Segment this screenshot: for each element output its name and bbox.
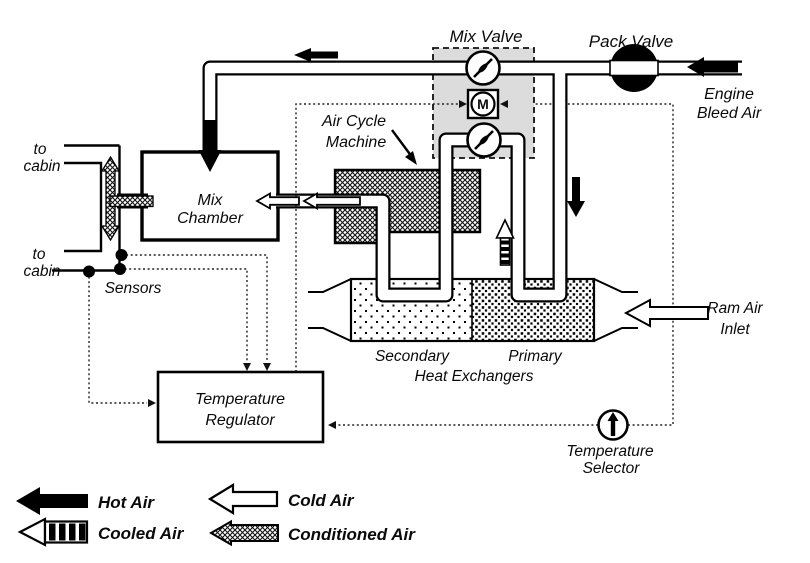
legend: Hot Air Cold Air Cooled Air Conditioned … <box>16 483 416 547</box>
conditioned-air-legend-arrow <box>208 519 279 547</box>
mix-chamber-label: Mix <box>198 192 224 209</box>
temperature-regulator-label: Temperature <box>195 391 285 408</box>
svg-text:Inlet: Inlet <box>720 321 750 338</box>
hot-air-down-arrow-primary <box>567 177 585 217</box>
cold-air-flow-arrow-1 <box>255 191 300 211</box>
temperature-selector-label: Temperature <box>566 443 654 460</box>
heat-exchangers <box>308 277 638 343</box>
sensor-dot <box>83 265 95 278</box>
pack-valve-symbol <box>609 44 659 92</box>
sensor-dot <box>115 249 128 261</box>
valve-bottom <box>466 122 502 158</box>
ram-air-arrow <box>623 298 709 328</box>
valve-motor: M <box>466 88 500 120</box>
conditioned-air-bar <box>109 195 154 208</box>
flow-arrows <box>100 48 738 328</box>
svg-text:Regulator: Regulator <box>205 412 275 429</box>
engine-bleed-air-label: Engine <box>704 86 754 103</box>
valve-top <box>465 50 501 86</box>
legend-item-cold-air: Cold Air <box>207 483 355 515</box>
cooled-air-legend-label: Cooled Air <box>98 524 185 543</box>
legend-item-conditioned-air: Conditioned Air <box>208 519 416 547</box>
air-cycle-machine-label: Air Cycle <box>321 113 386 130</box>
control-arrowheads <box>148 100 508 429</box>
engine-bleed-air-arrow <box>687 57 738 77</box>
svg-text:cabin: cabin <box>23 263 60 280</box>
diagram-labels: Mix Valve Pack Valve Engine Bleed Air Ai… <box>23 27 763 477</box>
svg-text:cabin: cabin <box>23 158 60 175</box>
control-line-sensor2-to-regulator <box>120 268 248 362</box>
motor-label: M <box>477 96 489 112</box>
control-line-sensor1-to-regulator <box>121 254 268 362</box>
cold-air-legend-label: Cold Air <box>288 491 355 510</box>
cooled-air-up-arrow <box>495 218 515 266</box>
legend-item-cooled-air: Cooled Air <box>17 517 185 547</box>
hot-air-legend-arrow <box>16 487 88 515</box>
sensors-dots <box>83 249 128 278</box>
mix-valve-label: Mix Valve <box>449 27 522 46</box>
svg-text:Selector: Selector <box>583 460 641 477</box>
svg-text:Machine: Machine <box>326 134 387 151</box>
control-line-regulator-to-mix-valve <box>295 103 460 372</box>
acm-annotation-arrow <box>391 129 417 165</box>
pack-valve-label: Pack Valve <box>589 32 673 51</box>
svg-text:Chamber: Chamber <box>177 210 243 227</box>
primary-label: Primary <box>508 348 563 365</box>
conditioned-air-legend-label: Conditioned Air <box>288 525 416 544</box>
ram-air-duct-funnels <box>308 278 638 342</box>
temperature-regulator <box>156 370 325 444</box>
heat-exchangers-label: Heat Exchangers <box>415 368 534 385</box>
to-cabin-bottom-label: to <box>33 246 46 263</box>
sensor-dot <box>114 263 126 275</box>
legend-item-hot-air: Hot Air <box>16 487 155 515</box>
hot-air-down-arrow-chamber <box>198 120 222 172</box>
cold-air-legend-arrow <box>207 483 279 515</box>
hot-air-flow-arrow-top <box>294 48 338 62</box>
hot-air-legend-label: Hot Air <box>98 493 155 512</box>
secondary-label: Secondary <box>375 348 450 365</box>
svg-text:Bleed Air: Bleed Air <box>697 105 762 122</box>
control-lines <box>88 103 674 426</box>
mix-valve-assembly: M <box>465 50 502 158</box>
to-cabin-top-label: to <box>34 141 47 158</box>
sensors-label: Sensors <box>105 280 162 297</box>
cold-air-flow-arrow-2 <box>302 191 361 211</box>
temperature-selector-symbol <box>597 409 629 441</box>
ram-air-inlet-label: Ram Air <box>707 300 763 317</box>
